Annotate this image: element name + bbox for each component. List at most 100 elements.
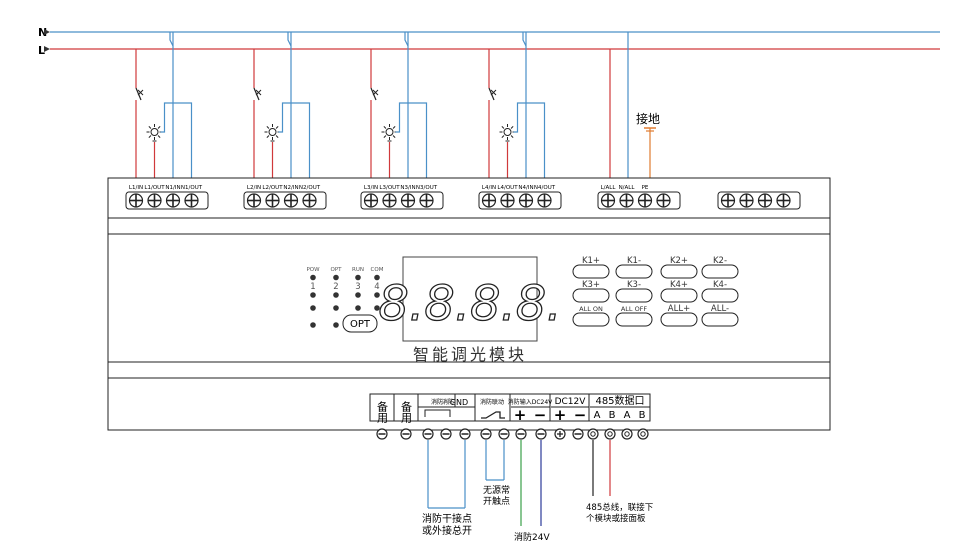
led-caption: POW (306, 267, 320, 273)
bottom-terminal[interactable] (422, 428, 434, 440)
terminal-screw[interactable] (302, 193, 317, 208)
key-button[interactable]: K2+ (660, 256, 698, 279)
terminal-screw[interactable] (419, 193, 434, 208)
key-label: ALL- (711, 304, 729, 314)
bottom-terminal[interactable] (459, 428, 471, 440)
terminal-screw[interactable] (739, 193, 754, 208)
terminal-screw[interactable] (776, 193, 791, 208)
fire-dry-left-label: 消防 (431, 398, 443, 406)
bottom-terminal-row (376, 428, 649, 440)
terminal-label: N2/IN (283, 185, 298, 191)
bottom-terminal[interactable] (621, 428, 633, 440)
key-button[interactable]: K3- (615, 280, 653, 303)
spare-label-1: 备用 (376, 400, 389, 424)
status-led (374, 305, 380, 311)
dc12v-header: DC12V (555, 397, 587, 407)
status-led (310, 292, 316, 298)
note-rs485-1: 485总线，联接下 (586, 502, 654, 513)
terminal-screw[interactable] (757, 193, 773, 208)
bottom-terminal[interactable] (498, 428, 510, 440)
key-button[interactable]: K4+ (660, 280, 698, 303)
dc12v-minus: − (574, 406, 587, 424)
key-button[interactable]: ALL ON (572, 305, 610, 327)
led-number: 4 (374, 282, 379, 292)
terminal-screw[interactable] (184, 193, 199, 208)
terminal-label: L1/IN (129, 185, 143, 191)
bottom-terminal[interactable] (515, 428, 527, 440)
status-led (333, 322, 339, 328)
key-button[interactable]: K1+ (572, 256, 610, 279)
terminal-screw[interactable] (165, 193, 181, 208)
bottom-terminal[interactable] (440, 428, 452, 440)
terminal-screw[interactable] (128, 193, 144, 208)
terminal-screw[interactable] (619, 193, 634, 208)
ground-label: 接地 (636, 111, 660, 126)
terminal-screw[interactable] (265, 193, 280, 208)
bottom-terminal[interactable] (480, 428, 492, 440)
bottom-terminal[interactable] (572, 428, 584, 440)
channel-1-wiring (135, 32, 193, 185)
terminal-screw[interactable] (600, 193, 616, 208)
terminal-screw[interactable] (518, 193, 534, 208)
terminal-screw[interactable] (400, 193, 416, 208)
terminal-screw[interactable] (537, 193, 552, 208)
terminal-screw[interactable] (363, 193, 379, 208)
rs485-header: 485数据口 (595, 394, 644, 407)
terminal-screw[interactable] (246, 193, 262, 208)
rs485-a2: A (624, 410, 631, 421)
note-passive-2: 开触点 (483, 495, 510, 507)
terminal-screw[interactable] (637, 193, 653, 208)
terminal-label: PE (642, 185, 649, 191)
key-button[interactable]: K4- (701, 280, 739, 303)
key-button[interactable]: ALL- (701, 304, 739, 327)
lamp-icon (381, 124, 398, 142)
key-button[interactable]: K2- (701, 256, 739, 279)
terminal-screw[interactable] (147, 193, 162, 208)
key-button[interactable]: ALL+ (660, 304, 698, 327)
led-caption: OPT (330, 267, 342, 273)
terminal-group-6 (717, 191, 801, 210)
fire-24v-header: 消防输入DC24V (508, 398, 553, 406)
key-pad: K1+ K1- K2+ K2- K3+K3- K4+K4- ALL ON ALL OFF ALL… (572, 256, 739, 327)
bottom-wiring: 消防干接点 或外接总开 无源常 开触点 消防24V 485总线，联接下 个模块或… (422, 440, 654, 543)
bottom-terminal[interactable] (376, 428, 388, 440)
status-led (374, 292, 380, 298)
bottom-terminal[interactable] (637, 428, 649, 440)
terminal-label: L4/IN (482, 185, 496, 191)
lamp-icon (264, 124, 281, 142)
terminal-screw[interactable] (656, 193, 671, 208)
key-button[interactable]: ALL OFF (615, 305, 653, 327)
led-caption: RUN (352, 267, 364, 273)
key-label: K1- (627, 256, 641, 266)
bottom-terminal[interactable] (535, 428, 547, 440)
key-button[interactable]: K1- (615, 256, 653, 279)
key-button[interactable]: K3+ (572, 280, 610, 303)
terminal-screw[interactable] (500, 193, 515, 208)
terminal-screw[interactable] (382, 193, 397, 208)
key-label: ALL ON (579, 305, 603, 313)
terminal-screw[interactable] (481, 193, 497, 208)
terminal-label: N1/IN (165, 185, 180, 191)
lamp-icon (146, 124, 163, 142)
opt-button[interactable]: OPT (342, 314, 378, 333)
terminal-screw[interactable] (720, 193, 736, 208)
bottom-terminal[interactable] (587, 428, 599, 440)
spare-label-2: 备用 (400, 400, 413, 424)
key-label: ALL OFF (621, 305, 648, 313)
bottom-terminal[interactable] (554, 428, 566, 440)
terminal-label: N1/OUT (181, 185, 203, 191)
channel-wiring (135, 32, 546, 185)
rs485-b1: B (609, 410, 616, 421)
status-led (333, 292, 339, 298)
led-caption: COM (371, 267, 384, 273)
status-led (355, 292, 361, 298)
ground-wiring: 接地 (609, 32, 660, 185)
bottom-terminal[interactable] (604, 428, 616, 440)
passive-contact-label: 消防联动 (480, 398, 504, 406)
terminal-screw[interactable] (283, 193, 299, 208)
bottom-terminal[interactable] (400, 428, 412, 440)
key-label: K2+ (670, 256, 688, 266)
